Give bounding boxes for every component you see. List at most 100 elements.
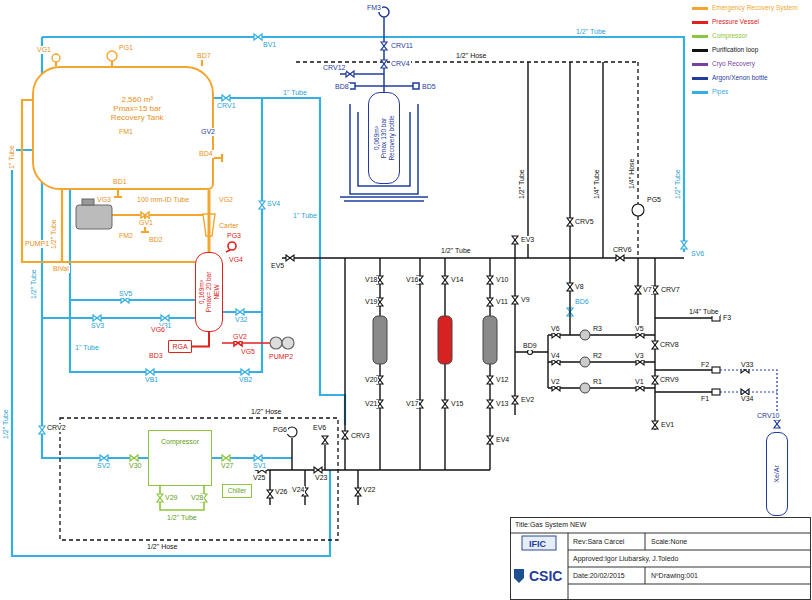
cyan-pipes (70, 190, 262, 372)
pipe-size-label: 1/4" Tube (593, 168, 601, 200)
pipe-size-label: 1" Tube (8, 144, 16, 170)
component-tag: 1/2" Tube (575, 28, 607, 36)
purification-pipes (569, 62, 570, 335)
component-tag: FM1 (118, 128, 134, 136)
component-tag: F1 (700, 395, 710, 403)
pressure-vessel: 0,169m³Pmax= 20 barNEW (195, 252, 223, 332)
purification-pipes (637, 258, 638, 335)
component-tag: V11 (495, 298, 509, 306)
component-tag: V28 (190, 494, 204, 502)
argon-lines (413, 83, 419, 89)
title-block-cell: Approved:Igor Liubarsky, J.Toledo (572, 555, 679, 563)
component-tag: V17 (405, 400, 419, 408)
node-label: Compressor (161, 438, 199, 446)
component-tag: SV6 (690, 250, 705, 258)
vacuum-pump-symbol (270, 337, 294, 349)
cyan-pipes (222, 98, 262, 312)
component-tag: V1 (634, 378, 645, 386)
component-tag: R1 (592, 378, 603, 386)
purification-valves (287, 427, 297, 437)
component-tag: V23 (314, 474, 328, 482)
purification-valves (512, 236, 518, 244)
purification-valves (567, 283, 573, 291)
pump-symbol (82, 199, 94, 205)
component-tag: V32 (234, 316, 248, 324)
cyan-valves (222, 95, 230, 101)
legend-text: Compressor (712, 32, 747, 39)
bottle-feed-lines (720, 391, 777, 392)
legend-swatch (692, 7, 708, 10)
legend-swatch (692, 21, 708, 24)
component-tag: V26 (274, 488, 288, 496)
legend-row: Cryo Recovery (692, 60, 755, 68)
component-tag: VG1 (36, 46, 52, 54)
cyan-pipes (12, 37, 684, 556)
pipe-size-label: 1/2" Tube (30, 268, 38, 300)
compressor-valves (157, 494, 163, 502)
purification-valves (286, 255, 294, 261)
purification-valves (567, 218, 573, 226)
component-tag: V15 (450, 400, 464, 408)
component-tag: CRV1 (216, 102, 237, 110)
component-tag: CRV5 (574, 218, 595, 226)
orange-instruments (107, 51, 117, 61)
node-label: Chiller (228, 487, 246, 494)
cyan-valves (146, 369, 154, 375)
orange-pipes (61, 190, 63, 262)
pressure-regulators (580, 330, 590, 340)
purification-valves (322, 436, 328, 444)
argon-lines (349, 83, 355, 89)
legend-text: Cryo Recovery (712, 60, 755, 67)
component-tag: 1/2" Tube (166, 514, 198, 522)
pipe-size-label: 1/2" Tube (674, 168, 682, 200)
purification-valves (632, 204, 644, 216)
title-block-cell: Rev:Sara Cárcel (572, 538, 625, 546)
purification-pipes (269, 470, 270, 505)
component-tag: BD5 (421, 83, 437, 91)
component-tag: EV5 (270, 262, 285, 270)
component-tag: BiVal (52, 265, 70, 273)
purification-valves (355, 488, 361, 496)
hose-lines (296, 61, 638, 62)
component-tag: R3 (592, 325, 603, 333)
compressor-loop (160, 486, 204, 510)
component-tag: Carter (218, 222, 239, 230)
component-tag: BD3 (148, 352, 164, 360)
component-tag: V18 (364, 276, 378, 284)
component-tag: BV1 (262, 41, 277, 49)
component-tag: BD2 (148, 236, 164, 244)
component-tag: V27 (220, 462, 234, 470)
title-block (522, 536, 556, 550)
component-tag: PUMP1 (24, 240, 50, 248)
title-block-cell: NºDrawing:001 (650, 572, 699, 580)
pipe-connector (208, 190, 211, 252)
component-tag: EV6 (312, 424, 327, 432)
component-tag: V9 (520, 296, 531, 304)
purification-pipes (527, 62, 528, 258)
recovery-bottle: 0,069m³Pmax 130 barRecovery bottle (368, 92, 400, 184)
component-tag: GV1 (138, 219, 154, 227)
component-tag: V24 (291, 486, 305, 494)
cyan-valves (241, 369, 249, 375)
pressure-regulators (580, 330, 590, 393)
component-tag: BD8 (334, 83, 350, 91)
node-text-group: 0,069m³Pmax 130 barRecovery bottle (373, 115, 395, 160)
component-tag: V12 (495, 376, 509, 384)
purification-valves (616, 255, 624, 261)
legend-text: Pipes (712, 88, 728, 95)
component-tag: V7 (642, 286, 653, 294)
component-tag: F3 (722, 314, 732, 322)
purification-valves (487, 376, 493, 384)
cyan-valves (681, 241, 687, 249)
logo-text: IFIC (528, 539, 547, 549)
component-tag: CRV9 (659, 376, 680, 384)
component-tag: V33 (740, 361, 754, 369)
component-tag: BD9 (522, 342, 538, 350)
pipe-size-label: 1/2" Tube (518, 168, 526, 200)
component-tag: F2 (700, 361, 710, 369)
component-tag: PG6 (272, 426, 288, 434)
component-tag: V10 (495, 276, 509, 284)
node-label: Recovery Tank (111, 113, 164, 122)
vessel-instruments (228, 242, 236, 250)
title-block (511, 518, 811, 600)
